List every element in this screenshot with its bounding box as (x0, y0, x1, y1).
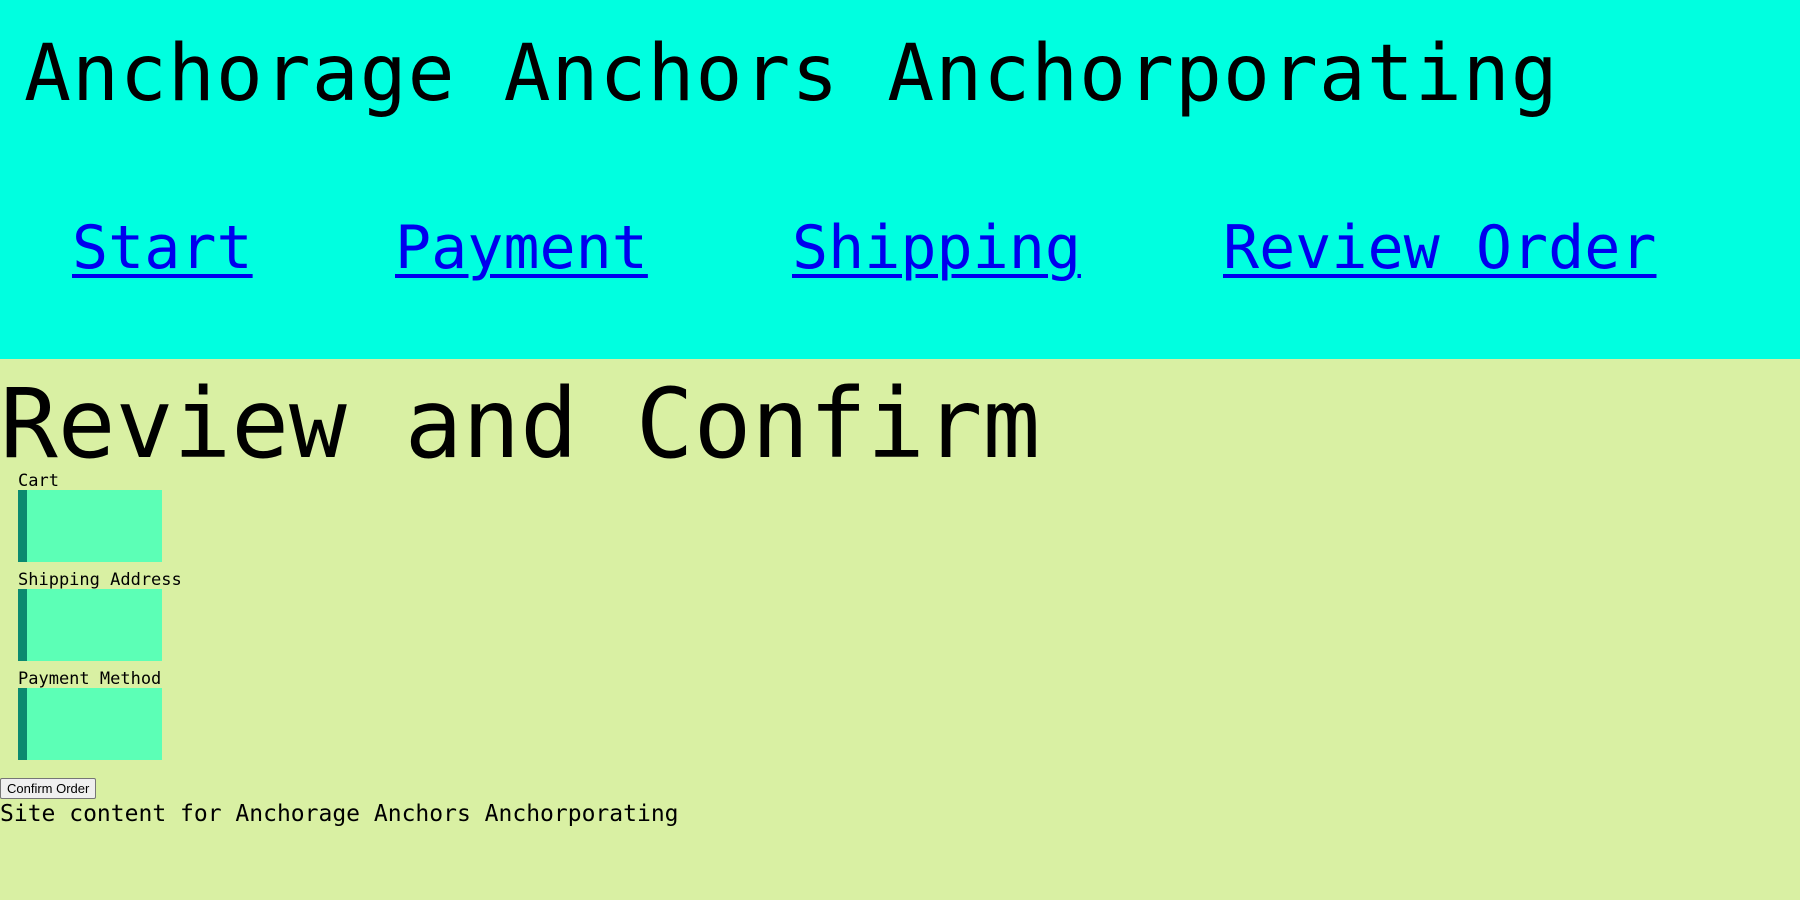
cart-section: Cart (18, 471, 162, 562)
cart-label: Cart (18, 471, 59, 491)
nav-link-shipping[interactable]: Shipping (792, 213, 1081, 283)
site-content-text: Site content for Anchorage Anchors Ancho… (0, 801, 679, 827)
payment-method-section: Payment Method (18, 669, 162, 760)
shipping-address-section: Shipping Address (18, 570, 182, 661)
nav-link-review-order[interactable]: Review Order (1223, 213, 1657, 283)
shipping-address-box (18, 589, 162, 661)
confirm-order-button[interactable]: Confirm Order (0, 778, 97, 799)
main-nav: Start Payment Shipping Review Order (0, 208, 1800, 288)
payment-method-label: Payment Method (18, 669, 162, 689)
site-header: Anchorage Anchors Anchorporating Start P… (0, 0, 1800, 359)
nav-link-payment[interactable]: Payment (395, 213, 648, 283)
nav-link-start[interactable]: Start (72, 213, 253, 283)
site-title: Anchorage Anchors Anchorporating (24, 29, 1559, 119)
page-title: Review and Confirm (0, 368, 1041, 480)
shipping-address-label: Shipping Address (18, 570, 182, 590)
cart-box (18, 490, 162, 562)
main-content: Review and Confirm Cart Shipping Address… (0, 359, 1800, 900)
payment-method-box (18, 688, 162, 760)
